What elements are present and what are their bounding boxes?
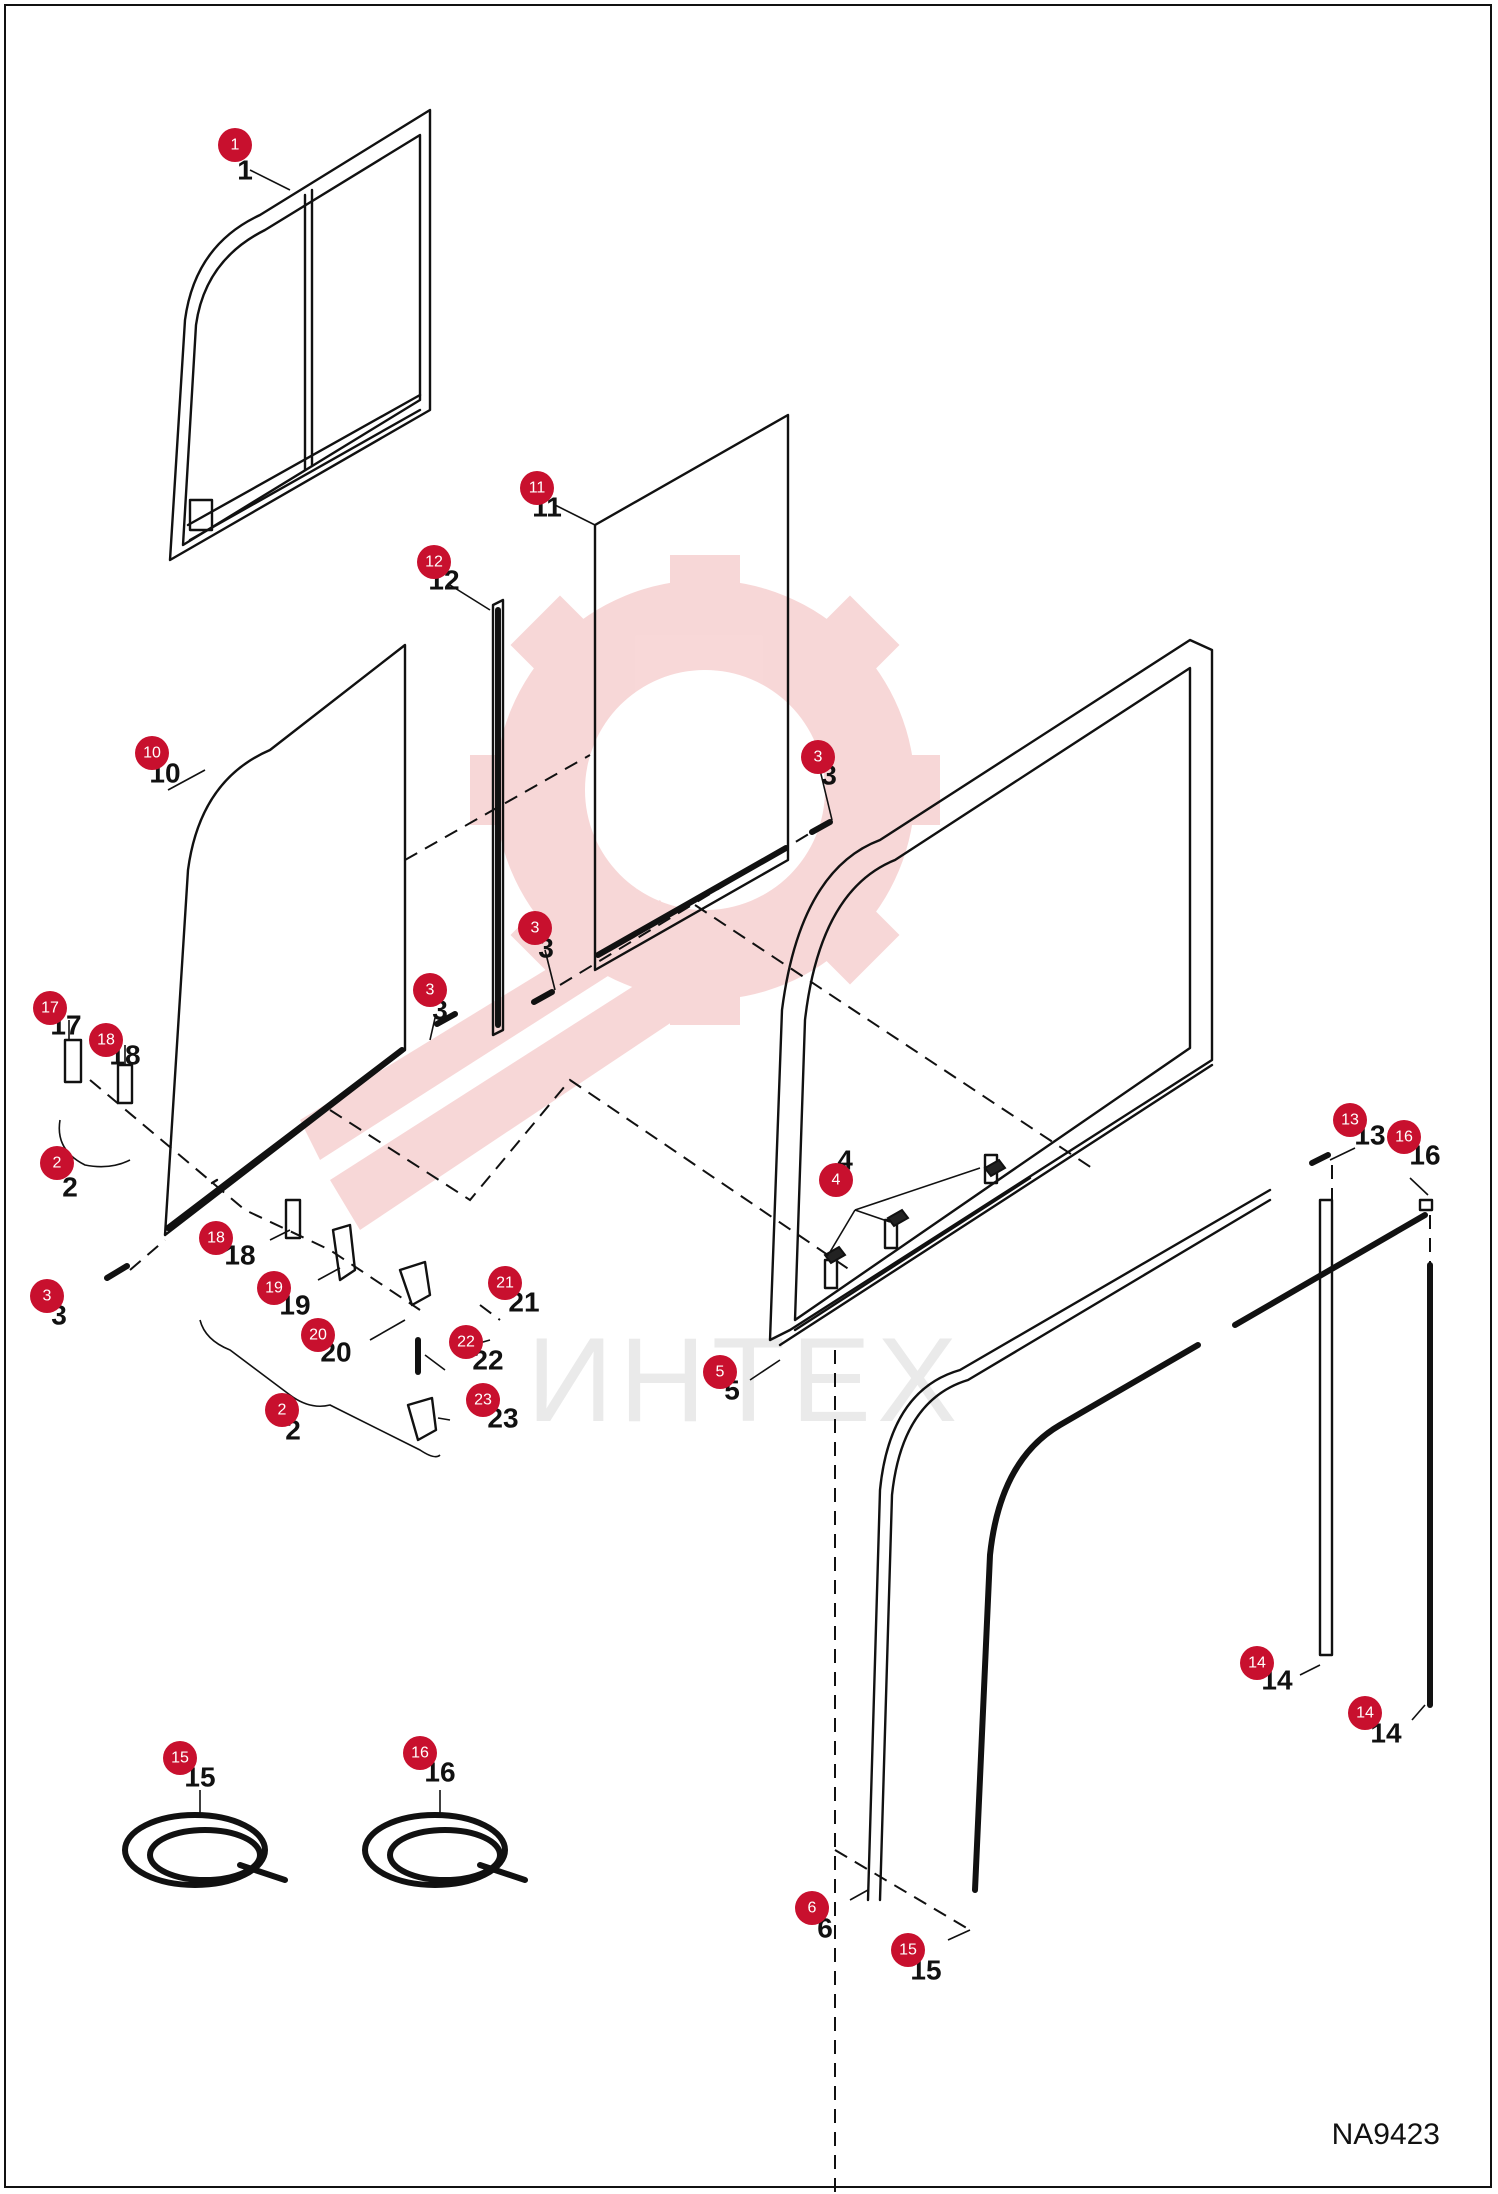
callout-badge-2b: 2	[265, 1393, 299, 1427]
svg-text:15: 15	[171, 1750, 189, 1767]
svg-text:15: 15	[899, 1942, 917, 1959]
watermark-logo: ИНТЕХ	[300, 555, 963, 1447]
callout-badge-1: 1	[218, 128, 252, 162]
watermark-text: ИНТЕХ	[527, 1313, 963, 1447]
callout-badge-19: 19	[257, 1271, 291, 1305]
svg-text:14: 14	[1248, 1655, 1266, 1672]
callout-badge-3a: 3	[801, 740, 835, 774]
callout-badge-18b: 18	[199, 1221, 233, 1255]
svg-text:5: 5	[716, 1364, 725, 1381]
callout-badge-8: 12	[417, 545, 451, 579]
svg-text:1: 1	[231, 137, 240, 154]
part-lower-glass-panel	[163, 643, 407, 1237]
callout-badge-20: 20	[301, 1318, 335, 1352]
part-seal-coils	[122, 1812, 528, 1888]
callout-badge-3b: 3	[518, 911, 552, 945]
part-pins	[104, 819, 833, 1281]
part-right-strips	[1309, 1152, 1434, 1708]
svg-text:18: 18	[97, 1032, 115, 1049]
callout-badge-7: 11	[520, 471, 554, 505]
svg-text:2: 2	[278, 1402, 287, 1419]
svg-text:20: 20	[309, 1327, 327, 1344]
leader-lines	[68, 169, 1429, 1941]
part-rear-glass-upper	[593, 413, 790, 972]
svg-text:6: 6	[808, 1900, 817, 1917]
svg-text:12: 12	[425, 554, 443, 571]
callout-badge-22: 22	[449, 1325, 483, 1359]
callout-badge-14: 14	[1348, 1696, 1382, 1730]
callout-badge-6: 10	[135, 736, 169, 770]
callout-badge-4: 4	[819, 1163, 853, 1197]
svg-text:10: 10	[143, 745, 161, 762]
callout-badge-15: 15	[163, 1741, 197, 1775]
svg-text:3: 3	[426, 982, 435, 999]
callout-badge-16: 16	[403, 1736, 437, 1770]
svg-text:2: 2	[53, 1155, 62, 1172]
svg-text:14: 14	[1356, 1705, 1374, 1722]
part-vertical-strip	[491, 598, 505, 1037]
diagram-code-label: NA9423	[1331, 2118, 1440, 2151]
callout-badge-13: 16	[1387, 1120, 1421, 1154]
callout-badge-23: 23	[466, 1383, 500, 1417]
callout-badge-18a: 18	[89, 1023, 123, 1057]
svg-text:17: 17	[41, 1000, 59, 1017]
callout-badge-2a: 2	[40, 1146, 74, 1180]
callout-badge-3d: 3	[30, 1279, 64, 1313]
svg-text:16: 16	[411, 1745, 429, 1762]
callout-badge-11: 14	[1240, 1646, 1274, 1680]
callout-badge-21: 21	[488, 1266, 522, 1300]
svg-text:21: 21	[496, 1275, 514, 1292]
callout-badge-9: 6	[795, 1891, 829, 1925]
watermark-gear-icon	[300, 555, 940, 1230]
part-latch-clips	[823, 1158, 1007, 1265]
assembly-dashed-lines	[89, 754, 1431, 2194]
callout-badge-12: 15	[891, 1933, 925, 1967]
part-number-2a: 2	[62, 1172, 78, 1203]
svg-text:22: 22	[457, 1334, 475, 1351]
callout-badge-10: 13	[1333, 1103, 1367, 1137]
diagram-border	[4, 4, 1492, 2188]
part-number-1: 1	[237, 155, 253, 186]
svg-text:23: 23	[474, 1392, 492, 1409]
svg-text:3: 3	[814, 749, 823, 766]
svg-text:13: 13	[1341, 1112, 1359, 1129]
callout-badge-3c: 3	[413, 973, 447, 1007]
svg-text:16: 16	[1395, 1129, 1413, 1146]
svg-text:19: 19	[265, 1280, 283, 1297]
callout-badge-5: 5	[703, 1355, 737, 1389]
part-2-brackets	[58, 1119, 441, 1458]
svg-text:3: 3	[43, 1288, 52, 1305]
part-numbers: 1 11 12 10 3 3 3 3 4 5 17 18 2 18 19 20 …	[50, 155, 1440, 1986]
svg-text:11: 11	[529, 480, 546, 497]
part-seal-strips	[866, 1188, 1428, 1902]
svg-text:3: 3	[531, 920, 540, 937]
callout-badge-17: 17	[33, 991, 67, 1025]
svg-text:18: 18	[207, 1230, 225, 1247]
svg-text:4: 4	[832, 1172, 841, 1189]
part-upper-window-frame	[168, 108, 432, 562]
callout-badges: 1 11 12 10 3 3 3 17 18 2 4 18 3 19 21 20…	[30, 128, 1421, 1967]
